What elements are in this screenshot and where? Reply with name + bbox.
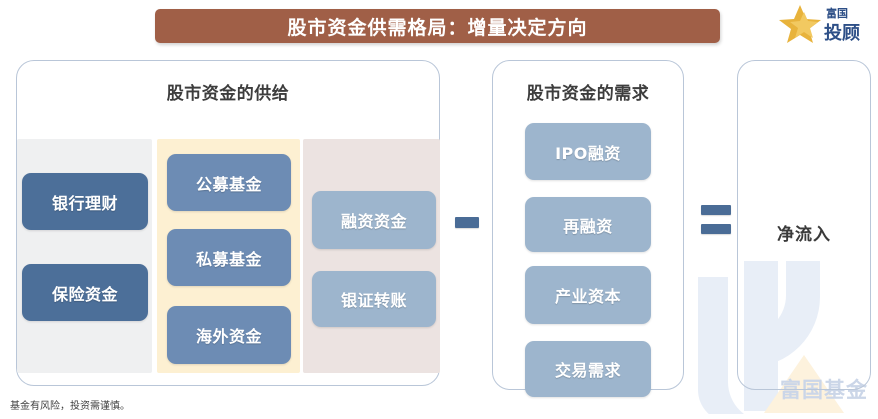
brand-name-bottom: 投顾	[824, 23, 860, 44]
demand-item-refinancing[interactable]: 再融资	[525, 197, 651, 252]
supply-item-margin-financing[interactable]: 融资资金	[312, 191, 436, 249]
equals-operator-icon	[701, 205, 731, 234]
net-inflow-label: 净流入	[777, 225, 831, 245]
page-title: 股市资金供需格局：增量决定方向	[287, 16, 588, 39]
supply-panel: 股市资金的供给 银行理财 保险资金 公募基金 私募基金 海外资金 融资资金 银证…	[16, 60, 440, 386]
star-icon	[779, 5, 821, 43]
slide-title-banner: 股市资金供需格局：增量决定方向	[155, 9, 720, 43]
equals-bar-bottom	[701, 224, 731, 234]
brand-name-top: 富国	[826, 7, 848, 20]
disclaimer-text: 基金有风险，投资需谨慎。	[10, 401, 130, 412]
demand-item-ipo-financing[interactable]: IPO融资	[525, 123, 651, 180]
supply-column-market	[303, 139, 440, 373]
supply-item-bank-wealth-management[interactable]: 银行理财	[22, 173, 148, 230]
brand-logo: 富国 投顾	[774, 2, 870, 44]
minus-operator-icon	[455, 217, 479, 228]
demand-panel-title: 股市资金的需求	[526, 84, 650, 104]
demand-item-trading-demand[interactable]: 交易需求	[525, 341, 651, 397]
supply-item-bank-securities-transfer[interactable]: 银证转账	[312, 271, 436, 327]
demand-item-industrial-capital[interactable]: 产业资本	[525, 266, 651, 324]
supply-item-public-fund[interactable]: 公募基金	[167, 154, 291, 211]
supply-item-private-fund[interactable]: 私募基金	[167, 229, 291, 286]
minus-bar	[455, 217, 479, 228]
demand-panel: 股市资金的需求 IPO融资 再融资 产业资本 交易需求	[492, 60, 684, 397]
equals-bar-top	[701, 205, 731, 215]
net-inflow-panel: 净流入	[737, 60, 871, 390]
supply-item-overseas-capital[interactable]: 海外资金	[167, 306, 291, 364]
supply-panel-title: 股市资金的供给	[166, 84, 290, 104]
supply-item-insurance-capital[interactable]: 保险资金	[22, 264, 148, 321]
